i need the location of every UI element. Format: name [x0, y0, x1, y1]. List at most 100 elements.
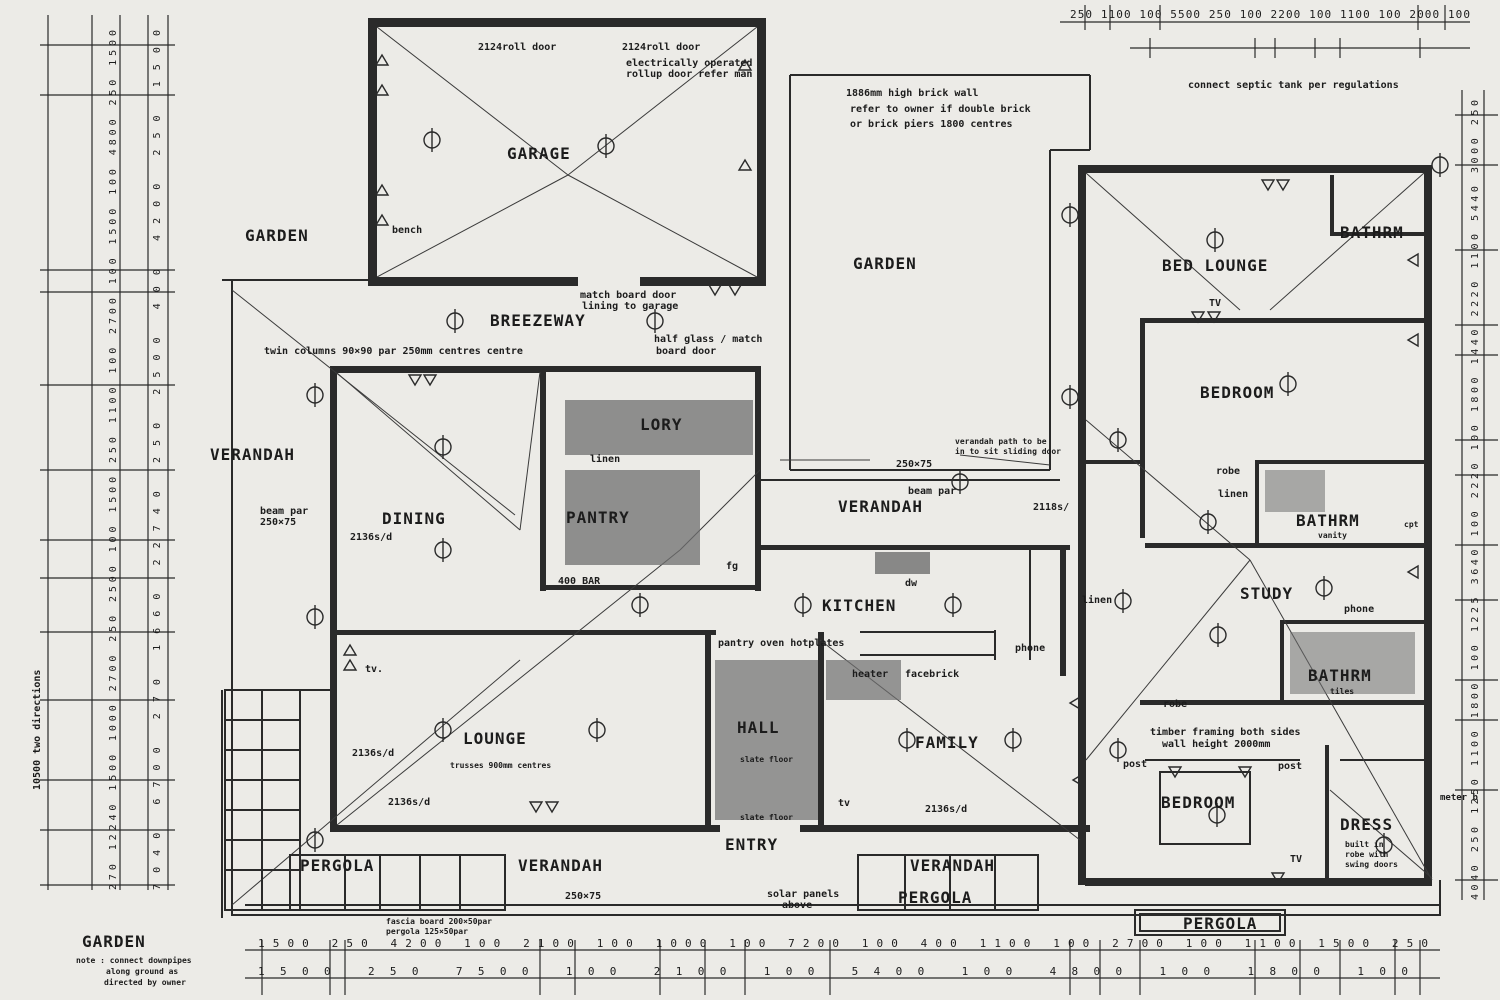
note-twin-columns: twin columns 90×90 par 250mm centres cen…	[264, 345, 523, 357]
window-marks	[342, 53, 1419, 885]
note-rollup-2: rollup door refer man	[626, 69, 752, 80]
note-fg: fg	[726, 561, 738, 572]
note-bench: bench	[392, 225, 422, 236]
note-downpipes-2: along ground as	[106, 967, 178, 976]
walls	[330, 18, 1432, 886]
pergola-grids	[224, 689, 1039, 911]
note-robe-2: robe	[1163, 699, 1187, 710]
room-verandah-west: VERANDAH	[210, 445, 295, 464]
note-built-in-1: built in	[1345, 839, 1384, 849]
note-trusses: trusses 900mm centres	[450, 761, 551, 770]
note-door-2136sd-3: 2136s/d	[388, 797, 430, 808]
note-door-2136sd-2: 2136s/d	[352, 748, 394, 759]
room-bed-lounge: BED LOUNGE	[1162, 256, 1268, 275]
note-septic: connect septic tank per regulations	[1188, 79, 1399, 91]
dims-right: 4040 250 1250 1100 1800 100 1225 3640 10…	[1470, 100, 1481, 900]
door-sizes: 820 820 820 820 820 820 820 820 820 820 …	[590, 279, 694, 281]
dimension-lines	[40, 5, 1498, 995]
note-phone-1: phone	[1015, 643, 1045, 654]
room-bedroom-1: BEDROOM	[1200, 383, 1274, 402]
room-bathrm-2: BATHRM	[1296, 511, 1360, 530]
room-pantry: PANTRY	[566, 508, 630, 527]
note-tv-1: TV	[1209, 298, 1221, 309]
note-robe-1: robe	[1216, 466, 1240, 477]
note-built-in-2: robe with	[1345, 849, 1389, 859]
room-bathrm-1: BATHRM	[1340, 223, 1404, 242]
room-pergola-left: PERGOLA	[300, 856, 374, 875]
note-half-glass-1: half glass / match	[654, 334, 762, 345]
room-garden-bottom: GARDEN	[82, 932, 146, 951]
note-timber-2: wall height 2000mm	[1162, 738, 1270, 750]
room-pergola-center: PERGOLA	[898, 888, 972, 907]
note-roll-door-1: 2124roll door	[478, 42, 556, 53]
note-beam-1b: 250×75	[260, 517, 296, 528]
note-built-in-3: swing doors	[1345, 859, 1398, 869]
note-half-glass-2: board door	[656, 346, 716, 357]
note-dw: dw	[905, 578, 918, 589]
dims-bottom-2: 1500 250 7500 100 2100 100 5400 100 4800…	[258, 965, 1408, 978]
note-downpipes-1: note : connect downpipes	[76, 955, 192, 965]
dims-left-a: 270 12240 1500 1000 2700 250 2500 100 15…	[108, 30, 119, 890]
room-study: STUDY	[1240, 584, 1293, 603]
note-match-board-1: match board door	[580, 290, 676, 301]
room-lounge: LOUNGE	[463, 729, 527, 748]
room-bedroom-2: BEDROOM	[1161, 793, 1235, 812]
note-tv-2: tv.	[365, 664, 383, 675]
note-brick-wall-1: 1886mm high brick wall	[846, 87, 978, 99]
note-two-directions: 10500 two directions	[31, 670, 43, 790]
note-beam-1: beam par	[260, 506, 308, 517]
room-verandah-center: VERANDAH	[838, 497, 923, 516]
note-tiles: tiles	[1330, 686, 1354, 696]
note-meter: meter b	[1440, 793, 1479, 803]
room-garage: GARAGE	[507, 144, 571, 163]
room-pergola-right: PERGOLA	[1183, 914, 1257, 933]
note-beam-2: 250×75	[896, 459, 932, 470]
note-slate-floor-1: slate floor	[740, 755, 793, 764]
annotations: 2124roll door 2124roll door electrically…	[31, 42, 1479, 987]
note-slate-floor-2: slate floor	[740, 813, 793, 822]
note-pantry-oven: pantry oven hotplates	[718, 638, 844, 649]
light-fittings	[306, 128, 1449, 857]
note-bar: 400 BAR	[558, 576, 601, 587]
note-tv-4: TV	[1290, 854, 1302, 865]
note-sliding-2: in to sit sliding door	[955, 446, 1061, 456]
note-post-1: post	[1123, 759, 1147, 770]
room-garden-center: GARDEN	[853, 254, 917, 273]
room-hall: HALL	[737, 718, 780, 737]
hatched-areas	[565, 400, 1415, 820]
note-door-2136sd-1: 2136s/d	[350, 532, 392, 543]
note-brick-wall-3: or brick piers 1800 centres	[850, 118, 1013, 130]
note-sliding-1: verandah path to be	[955, 437, 1047, 446]
room-lory: LORY	[640, 415, 683, 434]
note-solar-1: solar panels	[767, 889, 839, 900]
note-linen-1: linen	[590, 453, 620, 465]
dims-bottom-1: 1500 250 4200 100 2100 100 1000 100 7200…	[258, 937, 1428, 950]
room-dress: DRESS	[1340, 815, 1393, 834]
room-family: FAMILY	[915, 733, 979, 752]
framing-lines	[221, 74, 1441, 936]
room-labels: GARAGE GARDEN GARDEN GARDEN BREEZEWAY VE…	[82, 144, 1404, 951]
note-post-2: post	[1278, 761, 1302, 772]
note-beam-4: 250×75	[565, 891, 601, 902]
room-dining: DINING	[382, 509, 446, 528]
room-garden-left: GARDEN	[245, 226, 309, 245]
note-cpt: cpt	[1404, 520, 1419, 529]
note-beam-3: beam par	[908, 486, 956, 497]
note-timber-1: timber framing both sides	[1150, 726, 1301, 738]
dims-top: 250 1100 100 5500 250 100 2200 100 1100 …	[1070, 8, 1470, 21]
room-kitchen: KITCHEN	[822, 596, 896, 615]
room-entry: ENTRY	[725, 835, 778, 854]
note-solar-2: above	[782, 900, 812, 911]
note-fascia-2: pergola 125×50par	[386, 927, 468, 936]
room-breezeway: BREEZEWAY	[490, 311, 586, 330]
note-brick-wall-2: refer to owner if double brick	[850, 103, 1031, 115]
note-match-board-2: lining to garage	[582, 300, 678, 312]
roof-hip-lines	[231, 26, 1433, 906]
note-rollup-1: electrically operated	[626, 57, 752, 69]
note-phone-2: phone	[1344, 604, 1374, 615]
note-linen-2: linen	[1082, 594, 1112, 606]
note-linen-3: linen	[1218, 488, 1248, 500]
room-verandah-south: VERANDAH	[518, 856, 603, 875]
room-bathrm-3: BATHRM	[1308, 666, 1372, 685]
